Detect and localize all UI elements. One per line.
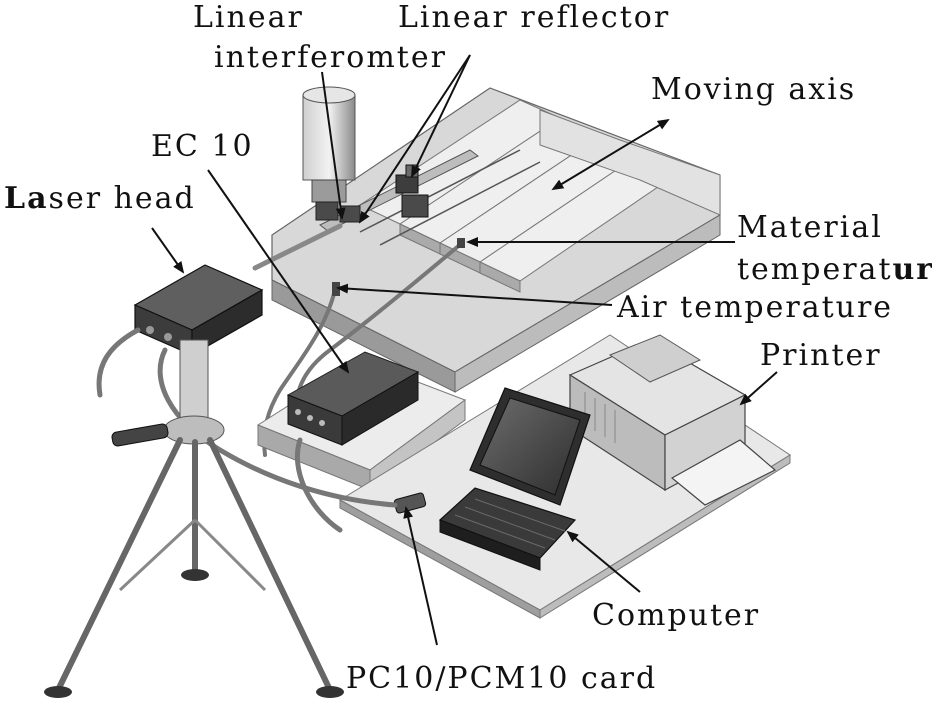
printer-icon: [568, 334, 777, 506]
tripod-icon: [44, 339, 344, 698]
laser-head-icon: [133, 264, 264, 357]
label-material-temperature-line1: Material: [737, 210, 883, 245]
label-printer: Printer: [760, 338, 882, 373]
label-laser-head-bold: La: [4, 181, 49, 216]
label-ec10: EC 10: [151, 129, 254, 164]
laptop-icon: [438, 387, 591, 571]
label-pc10-pcm10-card: PC10/PCM10 card: [346, 661, 658, 696]
leader-arrows: [151, 54, 778, 646]
label-laser-head: Laser head: [4, 183, 196, 215]
label-linear-reflector: Linear reflector: [398, 0, 671, 35]
laser-cables: [96, 327, 398, 533]
label-linear-interferometer-line1: Linear: [193, 0, 304, 35]
label-material-temperature-line2: temperature: [737, 254, 932, 286]
label-linear-interferometer-line2: interferomter: [214, 40, 447, 75]
label-material-temperature-line2-b: ure: [892, 252, 932, 287]
label-laser-head-rest: ser head: [48, 181, 196, 216]
label-computer: Computer: [592, 598, 761, 633]
label-material-temperature-line2-a: temperat: [737, 252, 893, 287]
label-moving-axis: Moving axis: [651, 72, 857, 107]
label-air-temperature: Air temperature: [617, 290, 894, 325]
